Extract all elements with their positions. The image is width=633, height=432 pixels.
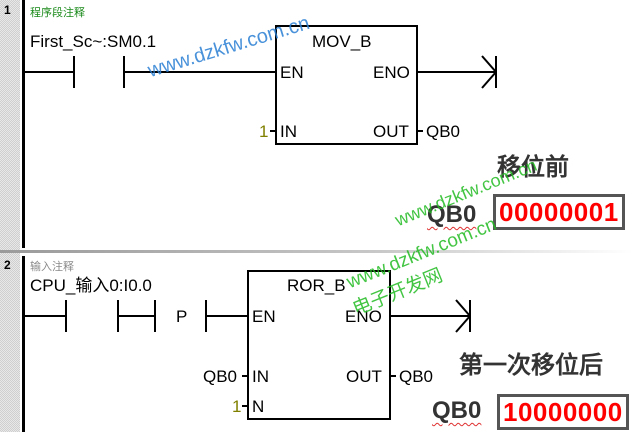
- network-2-power-rail: [22, 256, 25, 432]
- mov-b-title: MOV_B: [312, 32, 372, 51]
- ror-b-title: ROR_B: [287, 276, 346, 295]
- after-shift-heading: 第一次移位后: [459, 352, 603, 379]
- n1-contact-address[interactable]: First_Sc~:SM0.1: [30, 32, 157, 51]
- network-separator: [0, 250, 633, 253]
- before-shift-register: QB0: [427, 201, 477, 228]
- after-shift-value: 10000000: [497, 394, 629, 430]
- network-1-comment[interactable]: 程序段注释: [30, 7, 85, 19]
- before-shift-value: 00000001: [493, 194, 625, 230]
- mov-b-in-pin: IN: [280, 122, 297, 141]
- network-1-power-rail: [22, 0, 25, 248]
- ror-b-eno-pin: ENO: [345, 307, 382, 326]
- network-2-comment[interactable]: 输入注释: [30, 261, 74, 273]
- n1-end-arrow-lower: [481, 71, 497, 89]
- n2-end-arrow-upper: [455, 299, 471, 317]
- n1-end-arrow-upper: [481, 55, 497, 73]
- after-shift-register: QB0: [432, 397, 482, 424]
- ror-b-n-pin: N: [252, 397, 265, 416]
- mov-b-out-pin: OUT: [373, 122, 409, 141]
- ror-b-out-pin: OUT: [346, 367, 382, 386]
- mov-b-in-value[interactable]: 1: [259, 122, 269, 141]
- n2-end-arrow-lower: [455, 315, 471, 333]
- network-2-number: 2: [4, 258, 11, 272]
- ror-b-en-pin: EN: [252, 307, 276, 326]
- ror-b-in-value[interactable]: QB0: [203, 367, 238, 386]
- ror-b-block-frame: [247, 270, 391, 420]
- mov-b-block-frame: [275, 25, 418, 145]
- network-1-gutter: [0, 0, 20, 250]
- n2-positive-edge-label: P: [176, 307, 188, 326]
- mov-b-out-value[interactable]: QB0: [426, 122, 461, 141]
- network-2-gutter: [0, 253, 20, 432]
- mov-b-eno-pin: ENO: [373, 63, 410, 82]
- ror-b-out-value[interactable]: QB0: [399, 367, 434, 386]
- ror-b-in-pin: IN: [252, 367, 269, 386]
- ror-b-n-value[interactable]: 1: [232, 397, 242, 416]
- network-1-number: 1: [4, 3, 11, 17]
- mov-b-en-pin: EN: [280, 63, 304, 82]
- n2-contact-address[interactable]: CPU_输入0:I0.0: [30, 276, 152, 295]
- before-shift-heading: 移位前: [497, 154, 569, 181]
